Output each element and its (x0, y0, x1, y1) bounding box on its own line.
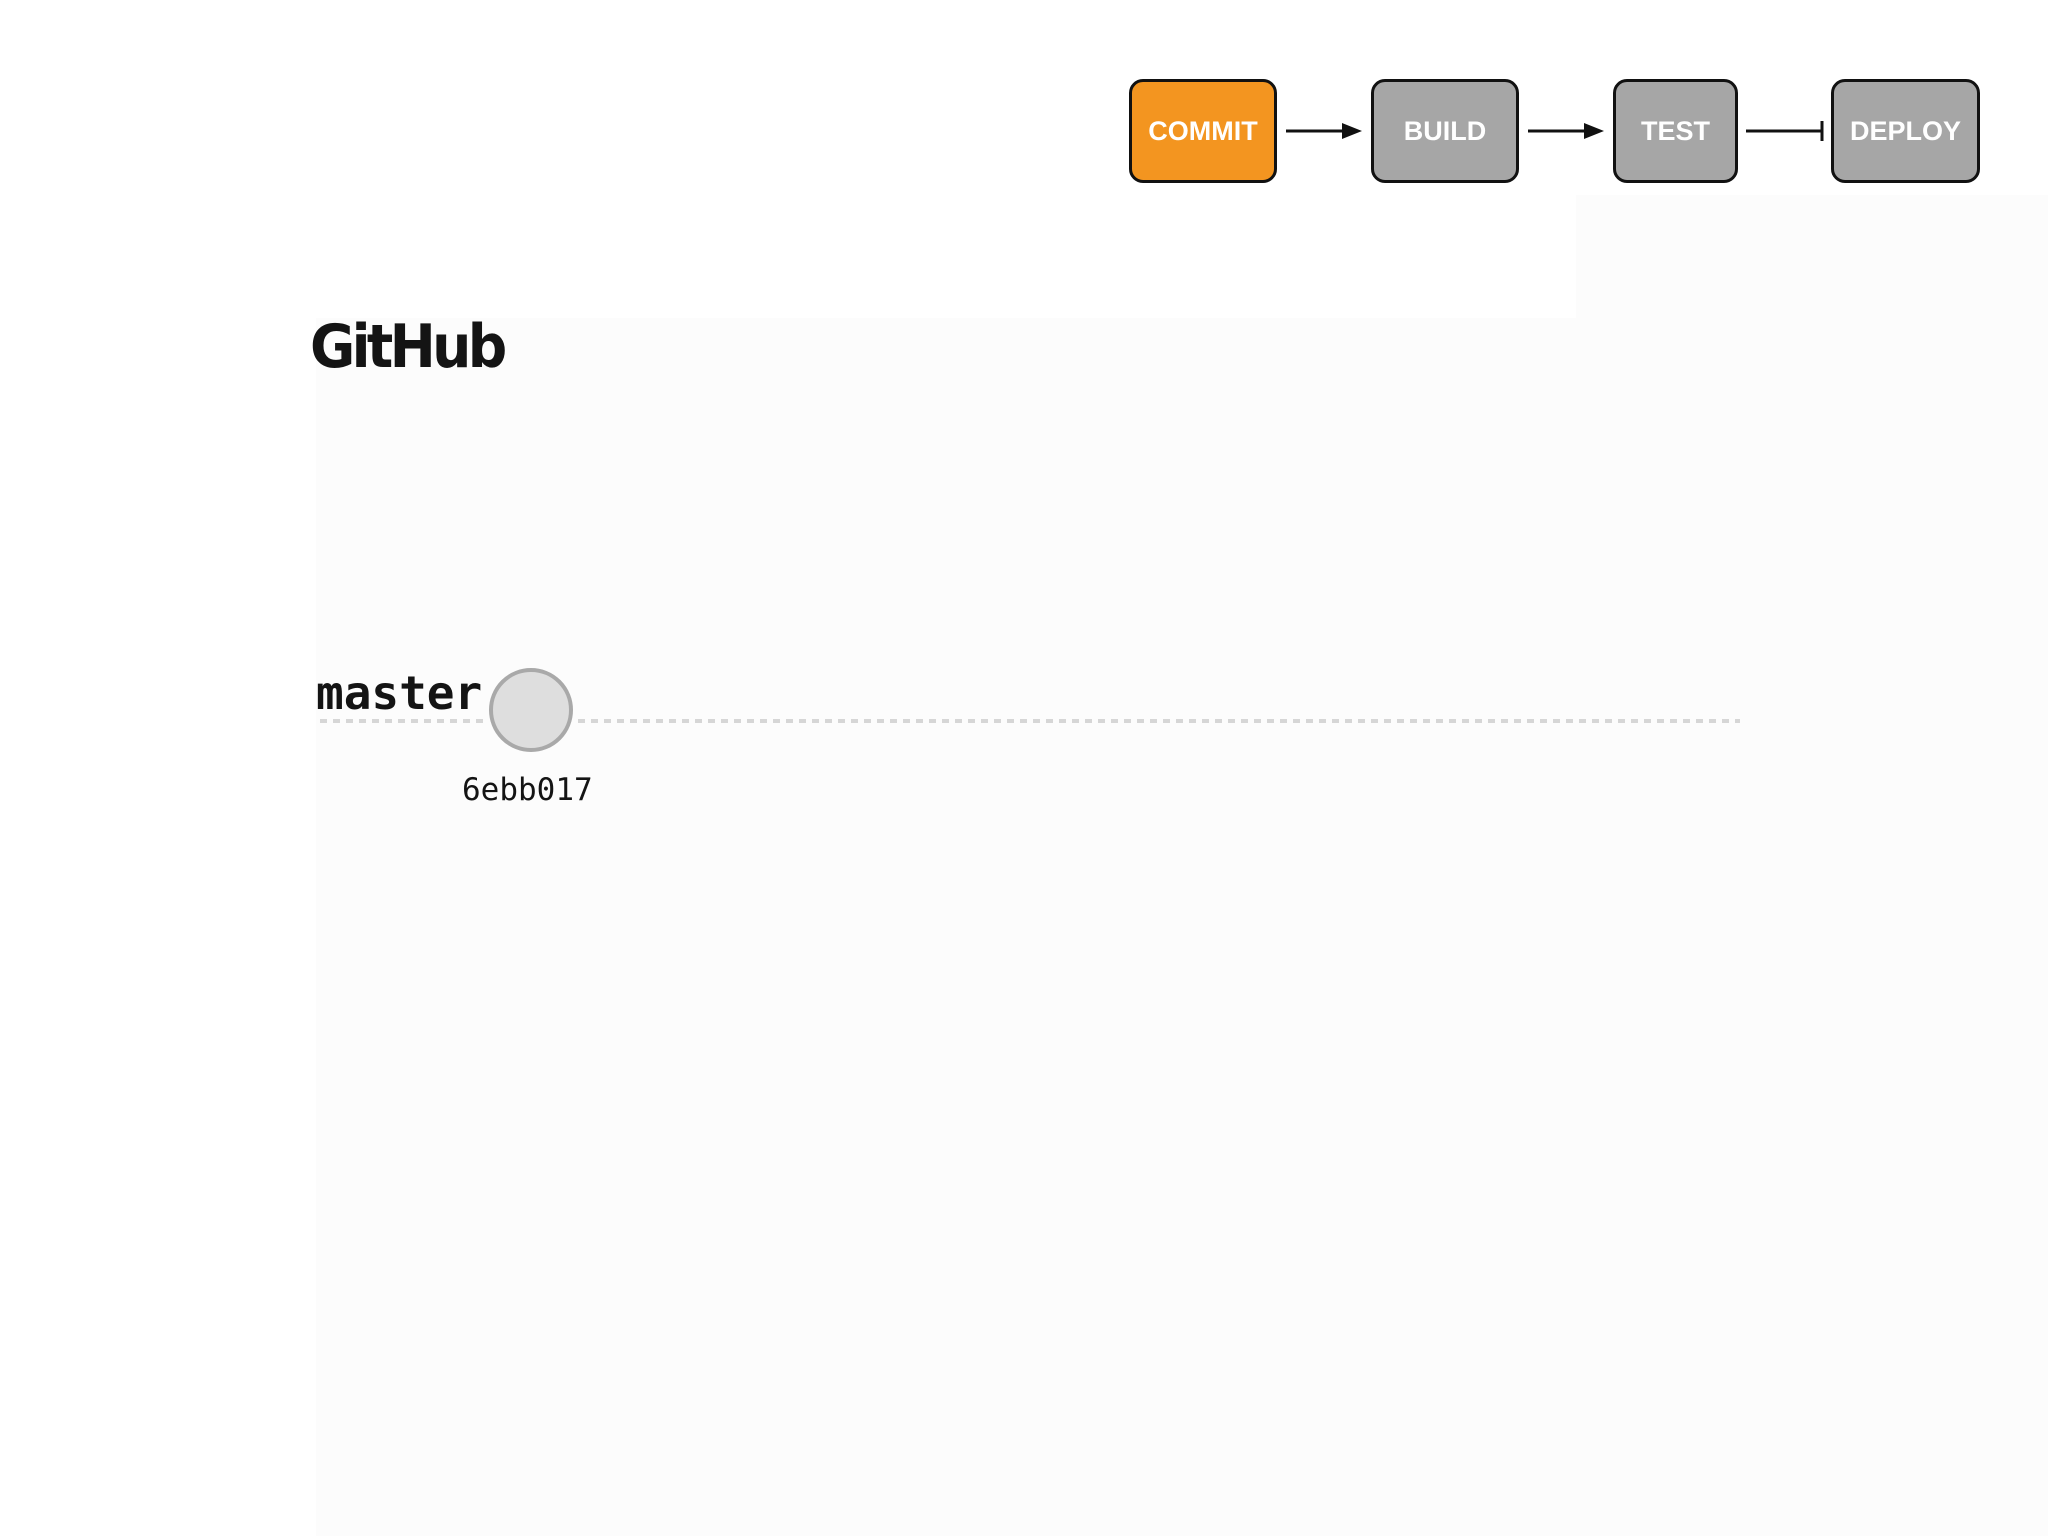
gate-test-to-deploy (1746, 121, 1824, 141)
commit-node[interactable] (489, 668, 573, 752)
pipeline-stage-build: BUILD (1371, 79, 1519, 183)
arrow-build-to-test (1528, 123, 1604, 139)
pipeline-connectors (1286, 121, 1824, 141)
github-logo: GitHub (310, 312, 507, 382)
branch-graph (320, 668, 1740, 752)
arrow-commit-to-build (1286, 123, 1362, 139)
pipeline-stage-deploy: DEPLOY (1831, 79, 1980, 183)
commit-hash: 6ebb017 (462, 772, 593, 808)
branch-name: master (316, 666, 483, 720)
pipeline-backdrop (1576, 195, 2048, 318)
repo-panel (316, 318, 2048, 1536)
pipeline-stage-commit: COMMIT (1129, 79, 1277, 183)
pipeline-stage-test: TEST (1613, 79, 1738, 183)
